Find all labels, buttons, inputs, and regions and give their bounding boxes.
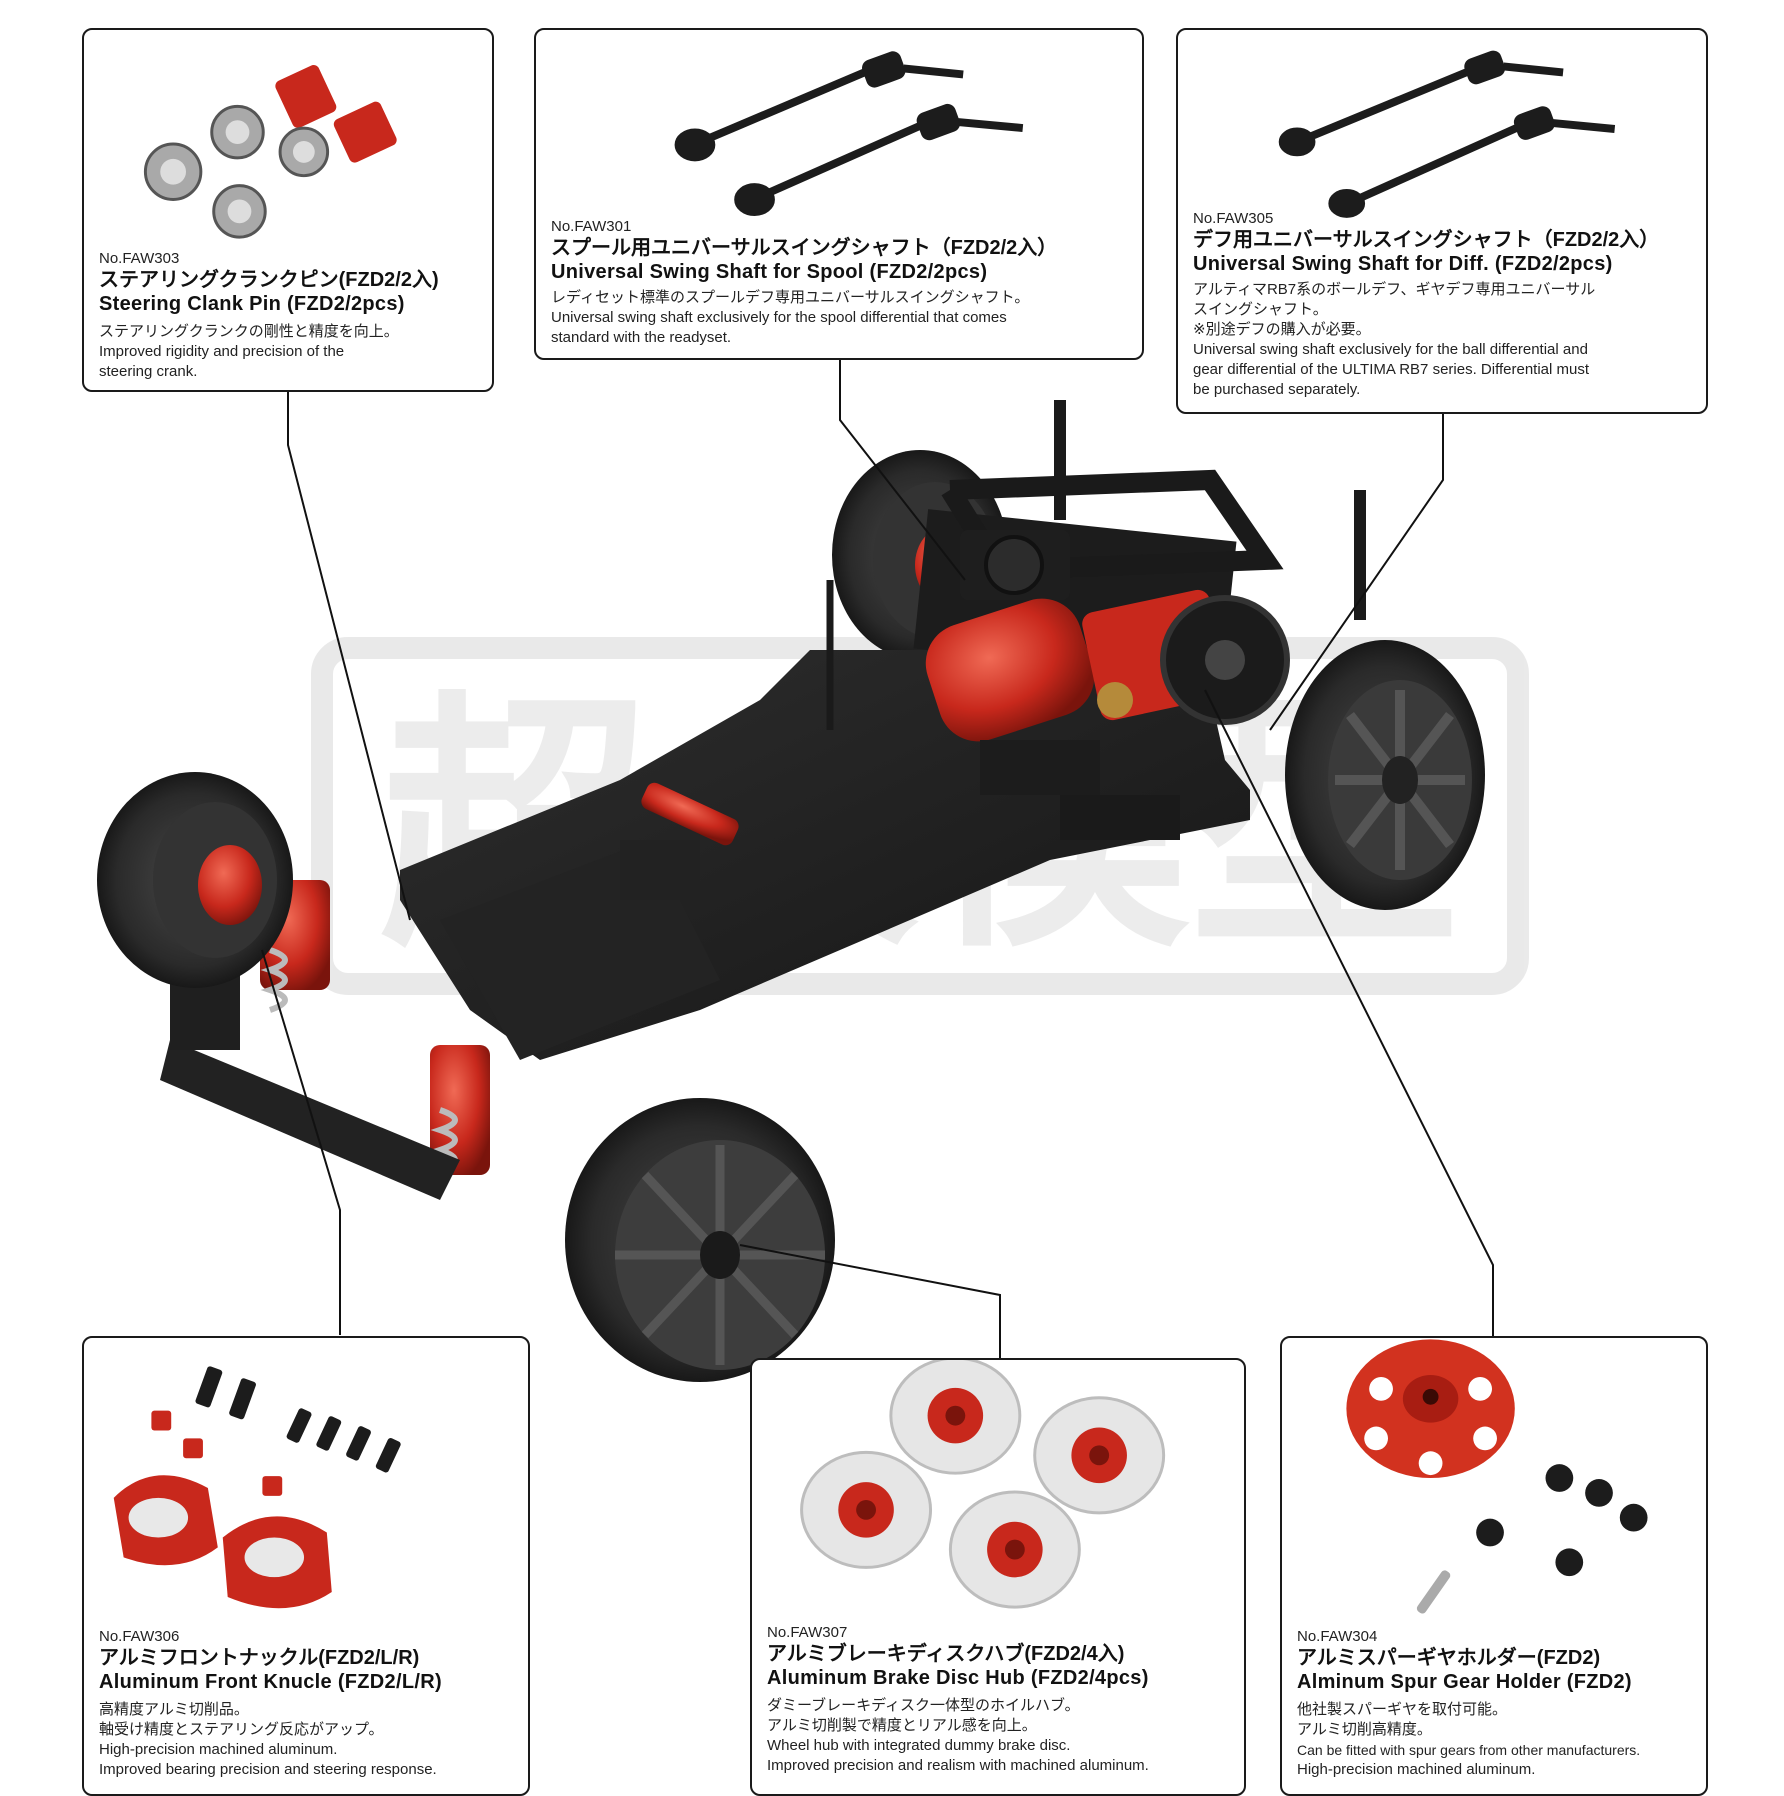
desc-line: 高精度アルミ切削品。 [99,1701,249,1718]
desc-line: ※別途デフの購入が必要。 [1193,321,1371,338]
swing-shaft-icon [674,51,1024,216]
product-card-faw307[interactable]: No.FAW307 アルミブレーキディスクハブ(FZD2/4入) Aluminu… [750,1358,1246,1796]
title-jp: スプール用ユニバーサルスイングシャフト（FZD2/2入） [551,237,1058,259]
product-card-faw301[interactable]: No.FAW301 スプール用ユニバーサルスイングシャフト（FZD2/2入） U… [534,28,1144,360]
screw-icon [1476,1464,1648,1577]
desc-line: ステアリングクランクの剛性と精度を向上。 [99,323,399,340]
desc-line: be purchased separately. [1193,381,1361,398]
part-number: No.FAW306 [99,1628,180,1645]
part-number: No.FAW304 [1297,1628,1378,1645]
title-en: Alminum Spur Gear Holder (FZD2) [1297,1671,1632,1693]
title-jp: アルミスパーギヤホルダー(FZD2) [1297,1647,1601,1669]
desc-line: standard with the readyset. [551,329,732,346]
front-left-wheel [97,772,293,988]
desc-line: アルミ切削製で精度とリアル感を向上。 [767,1717,1037,1734]
desc-line: gear differential of the ULTIMA RB7 seri… [1193,361,1590,378]
title-jp: アルミブレーキディスクハブ(FZD2/4入) [767,1643,1125,1665]
desc-line: Can be fitted with spur gears from other… [1297,1742,1641,1758]
part-number: No.FAW301 [551,218,632,235]
screw-icon [195,1366,401,1473]
desc-line: High-precision machined aluminum. [1297,1761,1536,1778]
desc-line: Universal swing shaft exclusively for th… [1193,341,1588,358]
product-card-faw305[interactable]: No.FAW305 デフ用ユニバーサルスイングシャフト（FZD2/2入） Uni… [1176,28,1708,414]
title-en: Aluminum Front Knucle (FZD2/L/R) [99,1671,442,1693]
desc-line: High-precision machined aluminum. [99,1741,338,1758]
knuckle-icon [113,1410,332,1609]
leader-lines [261,360,1494,1358]
desc-line: steering crank. [99,363,198,380]
spur-gear-holder-image [1346,1339,1648,1614]
brake-disc-icon [800,1360,1166,1609]
desc-line: Improved bearing precision and steering … [99,1761,437,1778]
front-right-wheel [565,1098,835,1382]
desc-line: 他社製スパーギヤを取付可能。 [1297,1701,1508,1718]
swing-shaft-icon [1278,50,1616,218]
swing-shaft-image [1278,50,1616,218]
crank-pin-and-bearings-image [143,65,397,239]
title-en: Universal Swing Shaft for Diff. (FZD2/2p… [1193,253,1613,275]
front-knuckle-image [113,1366,401,1609]
desc-line: レディセット標準のスプールデフ専用ユニバーサルスイングシャフト。 [551,289,1030,306]
desc-line: Wheel hub with integrated dummy brake di… [767,1737,1071,1754]
product-card-faw304[interactable]: No.FAW304 アルミスパーギヤホルダー(FZD2) Alminum Spu… [1280,1336,1708,1796]
part-number: No.FAW307 [767,1624,848,1641]
desc-line: ダミーブレーキディスク一体型のホイルハブ。 [767,1697,1080,1714]
title-jp: アルミフロントナックル(FZD2/L/R) [99,1647,420,1669]
product-card-faw303[interactable]: No.FAW303 ステアリングクランクピン(FZD2/2入) Steering… [82,28,494,392]
swing-shaft-image [674,51,1024,216]
desc-line: Universal swing shaft exclusively for th… [551,309,1007,326]
motor-assembly [925,530,1290,840]
part-number: No.FAW305 [1193,210,1274,227]
title-en: Aluminum Brake Disc Hub (FZD2/4pcs) [767,1667,1149,1689]
title-jp: ステアリングクランクピン(FZD2/2入) [99,269,439,291]
product-card-faw306[interactable]: No.FAW306 アルミフロントナックル(FZD2/L/R) Aluminum… [82,1336,530,1796]
part-number: No.FAW303 [99,250,180,267]
desc-line: Improved rigidity and precision of the [99,343,345,360]
desc-line: アルティマRB7系のボールデフ、ギヤデフ専用ユニバーサル [1193,281,1596,298]
title-en: Steering Clank Pin (FZD2/2pcs) [99,293,405,315]
desc-line: Improved precision and realism with mach… [767,1757,1149,1774]
crank-pin-icon [275,65,397,163]
desc-line: アルミ切削高精度。 [1297,1721,1432,1738]
desc-line: スイングシャフト。 [1193,301,1328,318]
title-jp: デフ用ユニバーサルスイングシャフト（FZD2/2入） [1193,229,1660,251]
rear-right-wheel [1285,640,1485,910]
brake-disc-hub-image [800,1360,1166,1609]
title-en: Universal Swing Shaft for Spool (FZD2/2p… [551,261,988,283]
desc-line: 軸受け精度とステアリング反応がアップ。 [99,1721,384,1738]
spur-gear-holder-icon [1346,1339,1515,1479]
